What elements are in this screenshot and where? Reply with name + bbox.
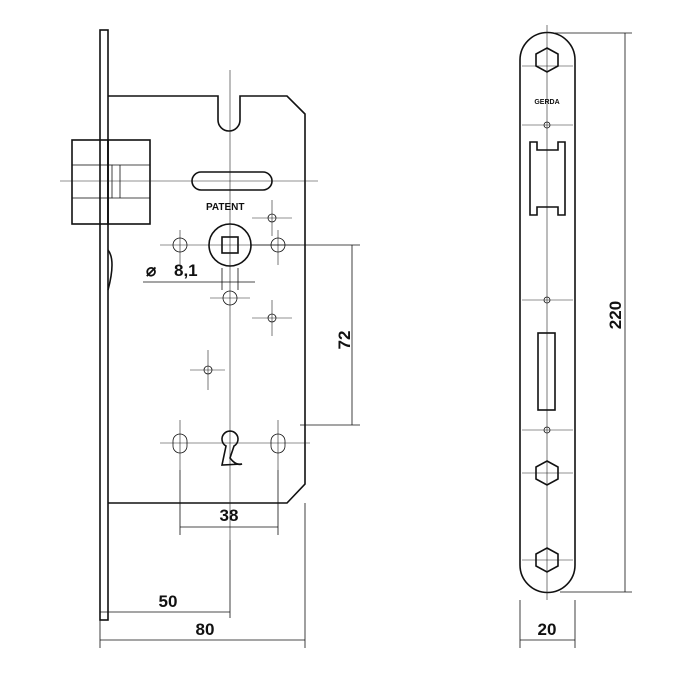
latch-opening [529,141,566,216]
faceplate-side [99,29,109,621]
lock-case [108,95,306,504]
patent-label: PATENT [206,202,245,213]
hole [267,213,277,223]
dimension-20-label: 20 [538,620,557,639]
screw-hole-left [172,433,188,454]
screw-hole-right [270,433,286,454]
spindle-dimension [143,268,255,290]
faceplate-tab [107,249,113,291]
latch-bolt [71,139,109,225]
spindle-square [221,236,239,254]
screw-hex-middle [535,460,559,486]
diameter-symbol: ⌀ [146,261,157,280]
hole [543,426,551,434]
hole [222,290,238,306]
slot [191,171,273,191]
dimension-20 [519,600,576,648]
screw-hex-bottom [535,547,559,573]
side-view: PATENT ⌀ 8,1 72 38 50 80 [60,29,360,648]
keyhole [221,430,243,466]
front-view: GERDA 220 20 [519,25,632,648]
spindle-size-label: 8,1 [174,261,198,280]
hole [172,237,188,253]
dimension-38-label: 38 [220,506,239,525]
dimension-220 [555,32,632,593]
hole [267,313,277,323]
dimension-72 [250,244,360,426]
screw-hex-top [535,47,559,73]
hole [543,121,551,129]
faceplate-front [519,31,576,594]
bolt-opening [537,332,556,411]
dimension-50-label: 50 [159,592,178,611]
front-center-lines [522,25,573,600]
hole [543,296,551,304]
latch-lines [112,164,150,199]
dimension-220-label: 220 [606,301,625,329]
dimension-80-label: 80 [196,620,215,639]
brand-logo: GERDA [534,99,559,106]
hole [203,365,213,375]
dimension-38 [179,470,279,535]
latch-detail [71,164,113,199]
latch-housing [107,139,151,225]
dimension-72-label: 72 [335,331,354,350]
dimension-50-80 [99,503,306,648]
